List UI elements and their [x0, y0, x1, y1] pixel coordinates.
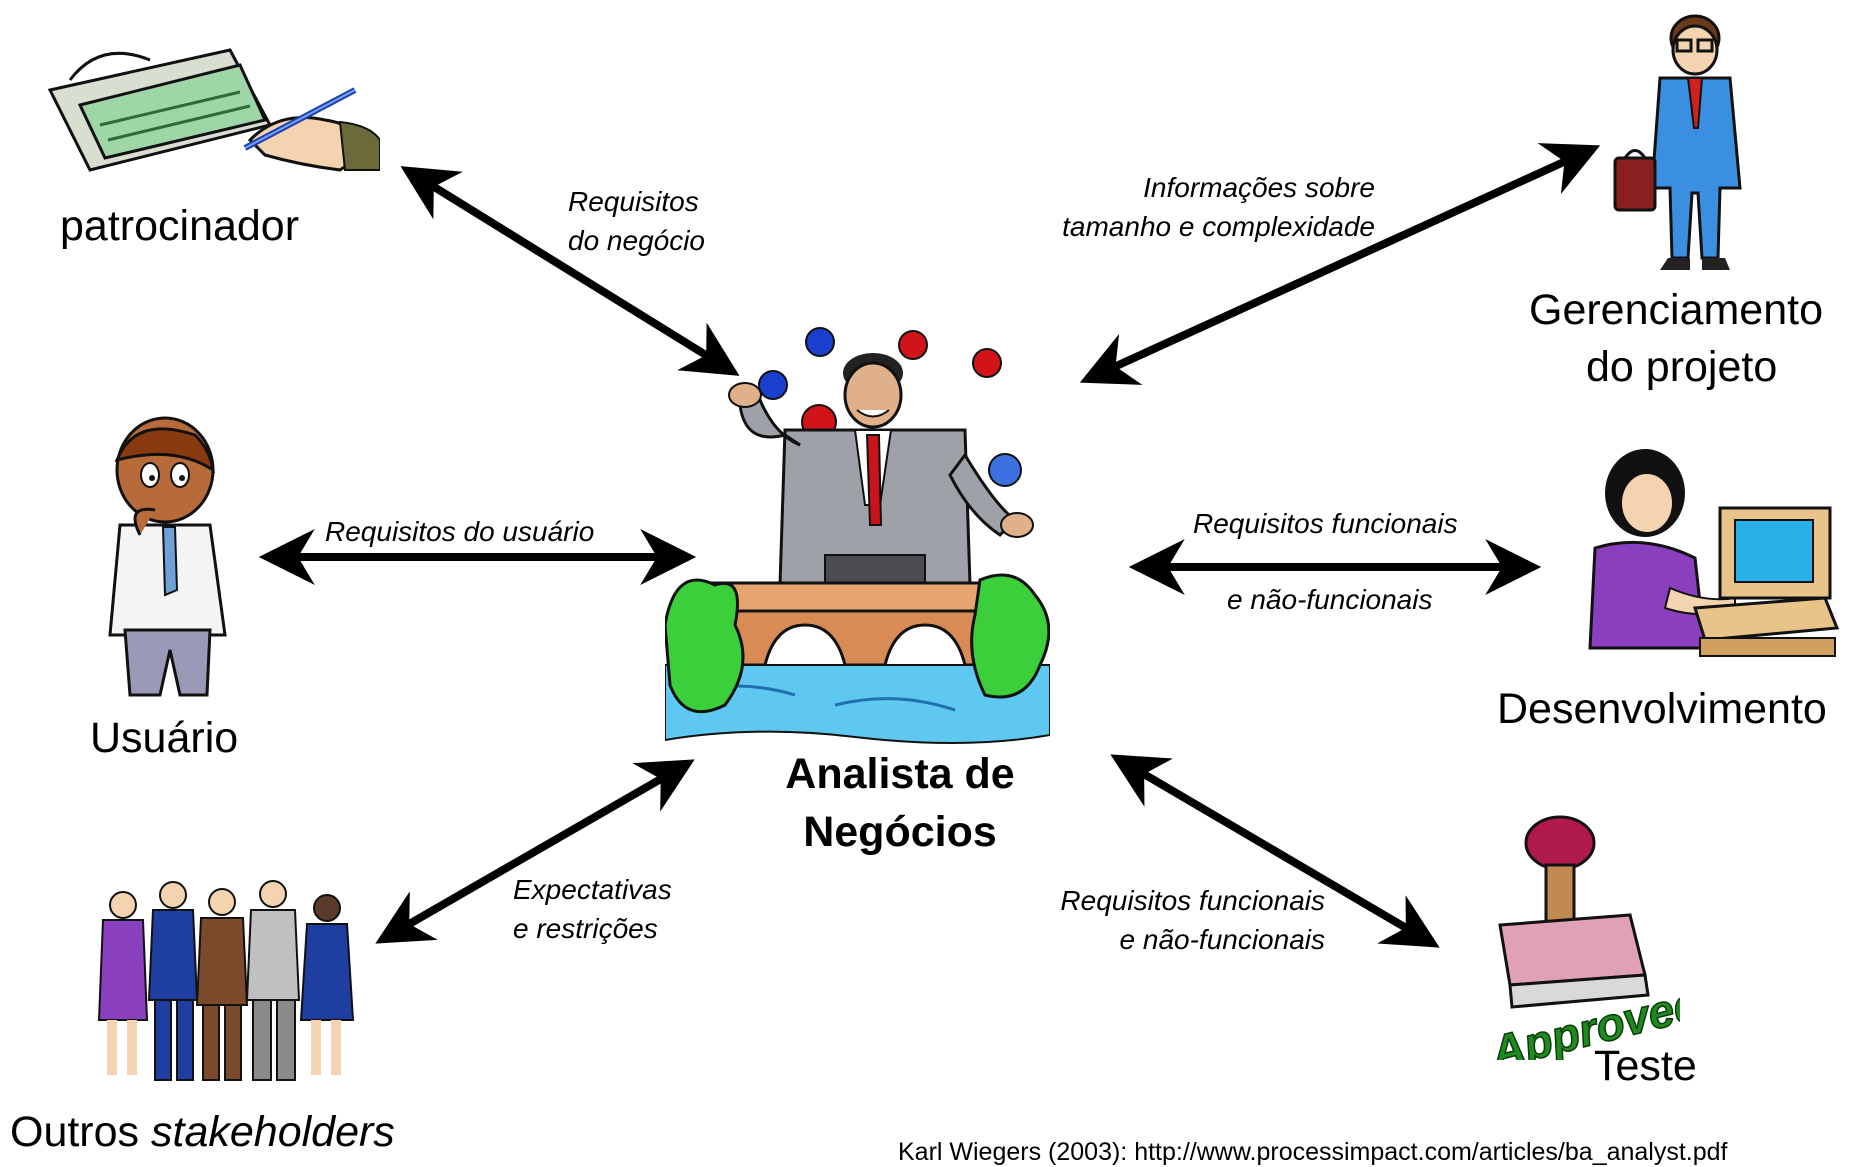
center-label: Analista de Negócios — [740, 745, 1060, 861]
node-teste: Teste — [1594, 1042, 1697, 1090]
edge-label-teste-line1: Requisitos funcionais — [1060, 885, 1325, 916]
edge-label-patrocinador: Requisitos do negócio — [568, 182, 705, 260]
center-label-line2: Negócios — [803, 808, 997, 856]
node-gerenciamento-line1: Gerenciamento — [1529, 286, 1823, 334]
check-signing-illustration — [47, 48, 380, 172]
node-outros-stakeholders: Outros stakeholders — [10, 1108, 395, 1157]
business-analyst-illustration — [665, 327, 1050, 745]
edge-label-teste-line2: e não-funcionais — [1119, 924, 1325, 955]
node-gerenciamento-line2: do projeto — [1586, 343, 1778, 391]
arrow-patrocinador — [400, 166, 740, 376]
outros-prefix: Outros — [10, 1108, 151, 1156]
outros-emphasis: stakeholders — [151, 1108, 395, 1156]
edge-label-usuario: Requisitos do usuário — [325, 516, 595, 547]
edge-label-desenvolvimento-line1: Requisitos funcionais — [1193, 508, 1458, 539]
node-desenvolvimento: Desenvolvimento — [1497, 685, 1827, 733]
edge-label-gerenciamento-line1: Informações sobre — [1143, 172, 1375, 203]
arrow-teste — [1110, 754, 1440, 948]
edge-label-patrocinador-line2: do negócio — [568, 225, 706, 256]
edge-label-gerenciamento: Informações sobre tamanho e complexidade — [1015, 168, 1375, 246]
user-illustration — [108, 416, 227, 697]
arrow-outros — [375, 759, 695, 944]
edge-label-outros-line2: e restrições — [513, 913, 658, 944]
edge-label-desenvolvimento-line2: e não-funcionais — [1227, 584, 1433, 615]
edge-label-patrocinador-line1: Requisitos — [568, 186, 699, 217]
center-label-line1: Analista de — [785, 750, 1015, 798]
approved-stamp-illustration: Approved — [1484, 815, 1680, 1060]
node-patrocinador: patrocinador — [60, 202, 300, 250]
edge-label-teste: Requisitos funcionais e não-funcionais — [1000, 881, 1325, 959]
edge-label-gerenciamento-line2: tamanho e complexidade — [1062, 211, 1375, 242]
stakeholders-group-illustration — [97, 880, 355, 1081]
manager-illustration — [1613, 14, 1742, 270]
node-usuario: Usuário — [90, 714, 239, 762]
developer-illustration — [1588, 449, 1840, 657]
arrow-gerenciamento — [1079, 143, 1601, 385]
edge-label-outros-line1: Expectativas — [513, 874, 672, 905]
source-citation: Karl Wiegers (2003): http://www.processi… — [898, 1138, 1728, 1166]
edge-label-outros: Expectativas e restrições — [513, 870, 672, 948]
